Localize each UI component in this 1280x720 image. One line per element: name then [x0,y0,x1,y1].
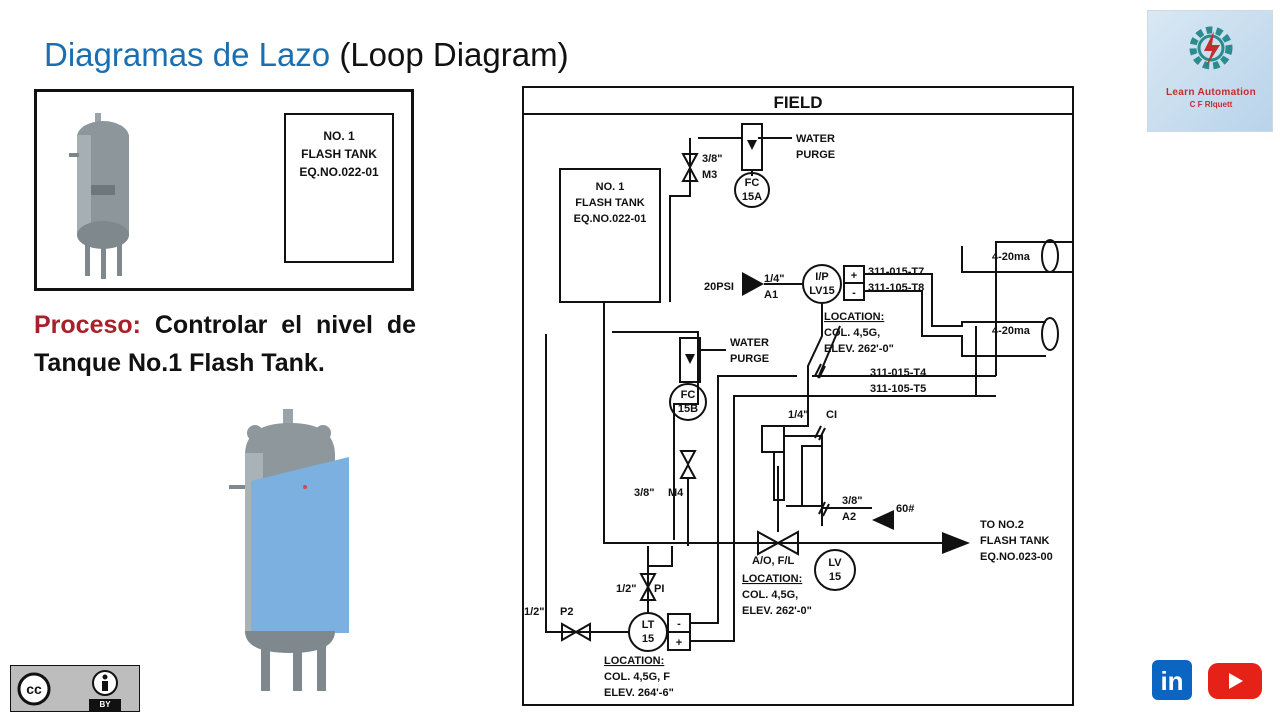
loop-diagram: FIELD NO. 1 FLASH TANK EQ.NO.022-01 WATE… [522,86,1074,706]
supply-20psi: 20PSI [704,281,734,293]
pi-size: 1/2" [616,583,637,595]
gear-icon [1189,26,1233,70]
fc15b-bubble [669,383,707,421]
control-valve-right [775,530,799,556]
linkedin-icon[interactable]: in [1152,660,1192,700]
slide-title: Diagramas de Lazo (Loop Diagram) [44,36,569,74]
lt15-num: 15 [642,633,654,645]
brand-sub: C F Rlquett [1189,100,1233,109]
signal-bot: 4-20ma [992,325,1031,337]
lt-plus: + [676,637,682,649]
fc15a-tag: FC [745,177,760,189]
diagram-tank [559,168,661,303]
to-tank-l1: TO NO.2 [980,519,1024,531]
tank-id-card: NO. 1 FLASH TANK EQ.NO.022-01 [284,113,394,263]
lt-minus: - [677,618,681,630]
cc-by-label: BY [89,699,121,711]
purge-top-line2: PURGE [796,149,835,161]
fc15a-num: 15A [742,191,762,203]
valve-m3-top [681,153,699,170]
iplv-minus: - [852,287,856,299]
m4-size: 3/8" [634,487,655,499]
tank-card-line2: FLASH TANK [301,147,377,161]
lv15-num: 15 [829,571,841,583]
lt15-tag: LT [642,619,655,631]
loc-lt-l1: COL. 4,5G, F [604,671,670,683]
title-rest: (Loop Diagram) [339,36,569,73]
diagram-frame [522,86,1074,706]
wire-t8: 311-105-T8 [868,282,924,294]
wire-t4: 311-015-T4 [870,367,927,379]
diagram-tank-line1: NO. 1 [596,181,625,193]
valve-ao: A/O, F/L [752,555,794,567]
diagram-tank-line2: FLASH TANK [575,197,645,209]
loc-iplv-title: LOCATION: [824,311,884,323]
m4-name: M4 [668,487,684,499]
purge-mid-line1: WATER [730,337,769,349]
process-text: Controlar el nivel de Tanque No.1 Flash … [34,311,416,377]
tank-outlet-line [603,302,758,544]
purge-mid-line2: PURGE [730,353,769,365]
flow-arrow-out [942,532,970,554]
signal-top: 4-20ma [992,251,1031,263]
fc15a-bubble [734,172,770,208]
a2-size: 3/8" [842,495,863,507]
diagram-tank-line3: EQ.NO.022-01 [574,213,647,225]
wire-t5: 311-105-T5 [870,383,926,395]
wire-t7: 311-015-T7 [868,266,924,278]
p2-size: 1/2" [524,606,545,618]
title-colored: Diagramas de Lazo [44,36,331,73]
valve-m4-top [679,450,697,467]
process-label: Proceso: [34,311,141,339]
svg-text:cc: cc [26,681,42,697]
cc-license-badge[interactable]: cc BY [10,665,140,712]
attribution-icon [92,670,118,696]
supply-60: 60# [896,503,914,515]
loc-iplv-l1: COL. 4,5G, [824,327,880,339]
loc-lv-title: LOCATION: [742,573,802,585]
a2-name: A2 [842,511,856,523]
cc-icon: cc [17,672,51,706]
m3-size: 3/8" [702,153,723,165]
iplv15-num: LV15 [809,285,834,297]
brand-logo: Learn Automation C F Rlquett [1147,10,1273,132]
loc-lv-l2: ELEV. 262'-0" [742,605,812,617]
tank-photo-box [34,89,414,291]
iplv-plus: + [851,270,857,282]
lv15-tag: LV [828,557,842,569]
purge-top-line1: WATER [796,133,835,145]
tank-card-line3: EQ.NO.022-01 [299,165,379,179]
ci-size: 1/4" [788,409,809,421]
pi-name: PI [654,583,664,595]
field-header: FIELD [773,93,822,112]
control-valve-left [757,530,781,556]
m3-name: M3 [702,169,717,181]
loc-lt-l2: ELEV. 264'-6" [604,687,674,699]
tank-card-line1: NO. 1 [323,129,355,143]
loc-iplv-l2: ELEV. 262'-0" [824,343,894,355]
to-tank-l3: EQ.NO.023-00 [980,551,1053,563]
tank-photo [69,113,129,279]
supply-arrow-20psi [742,272,764,296]
ci-name: CI [826,409,837,421]
youtube-icon[interactable] [1208,663,1262,699]
rotameter-mid [679,337,701,383]
supply-arrow-60 [872,510,894,530]
lv15-bubble [814,549,856,591]
a1-size: 1/4" [764,273,785,285]
loc-lv-l1: COL. 4,5G, [742,589,798,601]
fc15b-tag: FC [681,389,696,401]
p2-name: P2 [560,606,573,618]
valve-m3-bot [681,165,699,182]
to-tank-l2: FLASH TANK [980,535,1050,547]
fc15b-num: 15B [678,403,698,415]
process-description: Proceso: Controlar el nivel de Tanque No… [34,306,416,382]
actuator [761,425,785,453]
tank-level-illustration [229,409,349,691]
a1-name: A1 [764,289,778,301]
iplv15-tag: I/P [815,271,828,283]
loc-lt-title: LOCATION: [604,655,664,667]
brand-name: Learn Automation [1166,87,1256,98]
